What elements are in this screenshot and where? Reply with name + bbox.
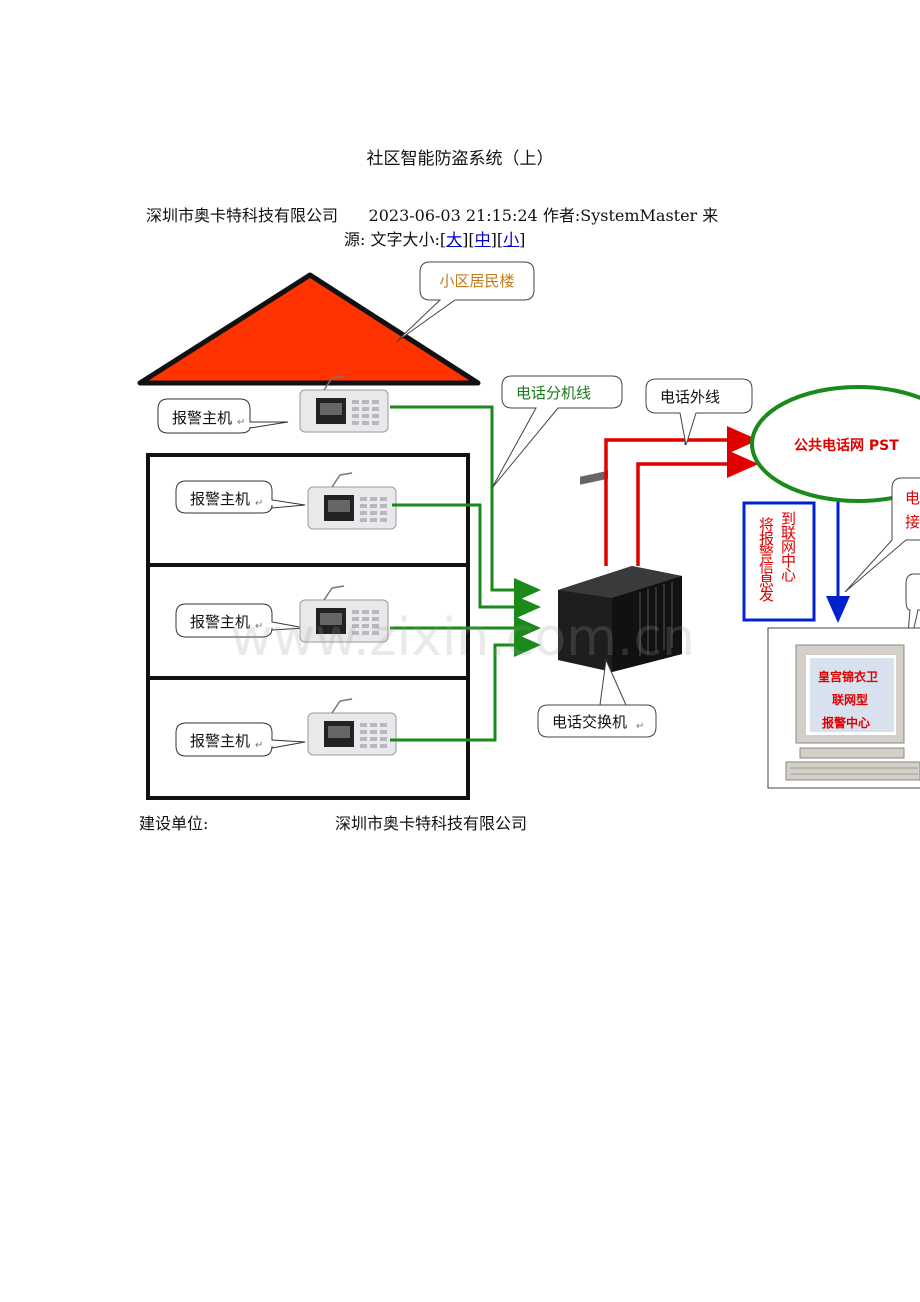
page-title: 社区智能防盗系统（上） xyxy=(366,149,554,169)
system-diagram: 小区居民楼 报警主机 ↵ 报警主机 ↵ 报警主机 ↵ 报警主机 ↵ 电话分机线 xyxy=(137,261,920,800)
svg-text:↵: ↵ xyxy=(255,621,263,632)
font-size-medium-link[interactable]: 中 xyxy=(474,230,491,249)
font-size-label: 文字大小: xyxy=(370,230,440,249)
meta-source-label-2: 源: xyxy=(344,230,366,249)
alarm-center-computer xyxy=(767,627,920,789)
building-label: 小区居民楼 xyxy=(439,272,514,290)
floor-box-4 xyxy=(146,676,470,800)
screen-line-2: 联网型 xyxy=(832,692,868,707)
pstn-cloud xyxy=(750,385,920,503)
alarm-host-callout-1: 报警主机 ↵ xyxy=(157,398,289,434)
right-callout-1-top: 电 xyxy=(905,489,920,507)
meta-author: SystemMaster xyxy=(580,206,698,225)
phone-switch-device xyxy=(558,470,682,672)
footer-construction-unit: 建设单位: 深圳市奥卡特科技有限公司 xyxy=(139,810,527,834)
font-size-large-link[interactable]: 大 xyxy=(446,230,463,249)
outside-lines xyxy=(604,426,759,566)
extension-lines xyxy=(390,405,541,742)
phone-switch-label: 电话交换机 xyxy=(552,713,627,731)
meta-author-label: 作者: xyxy=(542,206,581,225)
screen-line-3: 报警中心 xyxy=(822,715,870,730)
right-callout-1-bottom: 接 xyxy=(905,513,920,531)
alarm-host-label-3: 报警主机 xyxy=(190,613,250,631)
send-info-label: 将报警信息发 xyxy=(757,517,775,602)
alarm-host-callout-3: 报警主机 ↵ xyxy=(175,603,306,638)
meta-company: 深圳市奥卡特科技有限公司 xyxy=(146,206,339,225)
meta-source-label: 来 xyxy=(702,206,719,225)
building-label-callout xyxy=(395,261,535,343)
alarm-host-label-1: 报警主机 xyxy=(172,409,232,427)
extension-line-callout xyxy=(491,375,623,489)
phone-switch-callout xyxy=(537,658,657,738)
footer-label: 建设单位: xyxy=(139,814,209,833)
building-roof xyxy=(137,272,481,386)
svg-text:↵: ↵ xyxy=(255,740,263,751)
send-info-box xyxy=(742,501,816,622)
alarm-host-callout-2: 报警主机 ↵ xyxy=(175,480,306,514)
svg-text:↵: ↵ xyxy=(255,498,263,509)
alarm-host-label-2: 报警主机 xyxy=(190,490,250,508)
alarm-host-callout-4: 报警主机 ↵ xyxy=(175,722,306,757)
to-center-label: 到联网中心 xyxy=(779,511,797,582)
right-callout-1 xyxy=(844,477,920,593)
article-meta-2: 源: 文字大小:[大][中][小] xyxy=(344,230,526,249)
extension-line-label: 电话分机线 xyxy=(516,384,591,402)
watermark: www.zixin.com.cn xyxy=(230,608,695,668)
alarm-panel-device-2 xyxy=(307,472,397,530)
svg-text:↵: ↵ xyxy=(636,721,644,732)
svg-text:↵: ↵ xyxy=(237,417,245,428)
font-size-small-link[interactable]: 小 xyxy=(503,230,520,249)
alarm-host-label-4: 报警主机 xyxy=(190,732,250,750)
screen-line-1: 皇宫锦衣卫 xyxy=(818,669,878,684)
outside-line-label: 电话外线 xyxy=(660,388,720,406)
footer-company: 深圳市奥卡特科技有限公司 xyxy=(335,814,528,833)
outside-line-callout xyxy=(645,378,753,446)
pstn-label: 公共电话网 PST xyxy=(794,437,899,454)
alarm-panel-device-4 xyxy=(307,698,397,756)
article-meta: 深圳市奥卡特科技有限公司 2023-06-03 21:15:24 作者:Syst… xyxy=(146,202,718,226)
meta-datetime: 2023-06-03 21:15:24 xyxy=(368,206,538,225)
